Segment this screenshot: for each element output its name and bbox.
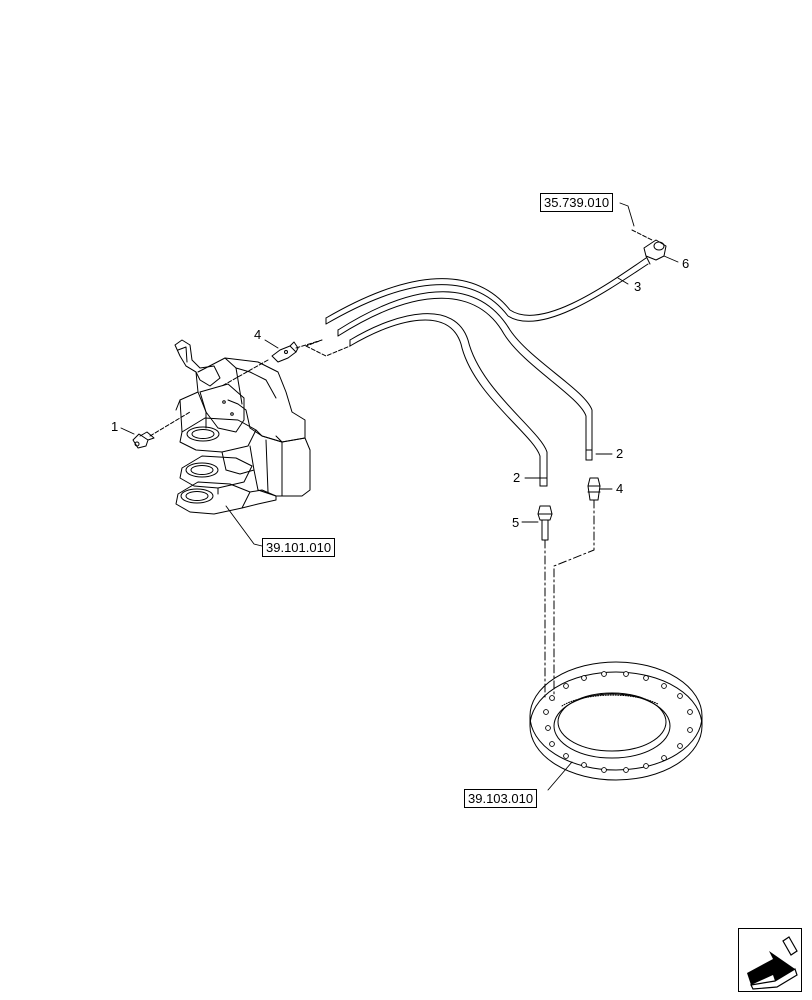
return-navigation-button[interactable] [738,928,802,992]
slewing-ring [529,661,703,781]
callout-5: 5 [512,515,520,530]
dash-leader-right [553,499,595,701]
dash-line-4 [221,359,269,387]
reference-box-39-103-010[interactable]: 39.103.010 [464,789,538,808]
callout-6: 6 [682,256,690,271]
hoses [325,257,649,487]
reference-box-39-101-010[interactable]: 39.101.010 [262,538,336,557]
dash-guide-upper [295,339,351,357]
reference-box-35-739-010[interactable]: 35.739.010 [540,193,614,212]
frame-structure [174,339,311,515]
callout-4-lower: 4 [616,481,624,496]
dash-line-6 [631,229,653,241]
callout-3: 3 [634,279,642,294]
fitting-5 [537,505,553,541]
fitting-4-upper [271,341,299,363]
callout-1: 1 [111,419,119,434]
fitting-6 [643,239,667,265]
return-arrow-icon [747,936,798,990]
callout-2-left: 2 [513,470,521,485]
callout-4-upper: 4 [254,327,262,342]
fitting-4-lower [587,477,601,501]
leader-lines [120,202,679,791]
callout-2-right: 2 [616,446,624,461]
fitting-1 [132,431,155,449]
dash-line-1 [149,411,191,437]
